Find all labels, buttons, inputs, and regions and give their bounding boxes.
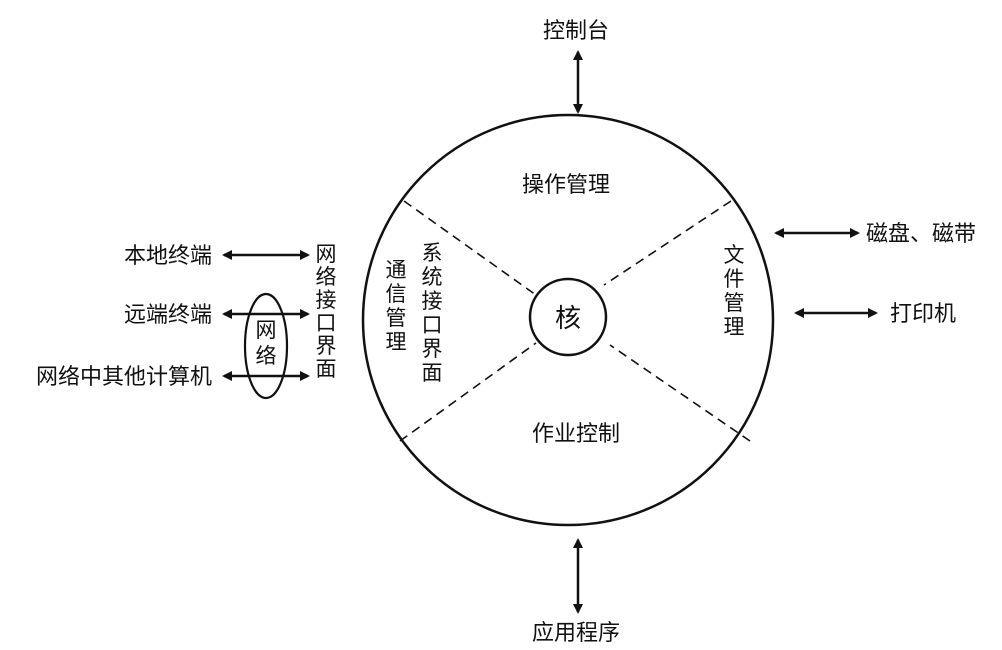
divider-bottom-left: [399, 342, 537, 442]
network-computer-label: 网络中其他计算机: [36, 365, 212, 390]
section-bottom-label: 作业控制: [532, 422, 620, 447]
network-interface-label-text: 网络接口界面: [316, 242, 337, 381]
section-right-label: 文件管理: [724, 243, 745, 339]
core-label: 核: [555, 304, 581, 334]
network-label-text: 网络: [256, 318, 277, 368]
local-terminal-label: 本地终端: [124, 244, 212, 269]
network-ellipse: [243, 292, 289, 400]
disk-label: 磁盘、磁带: [866, 222, 976, 247]
top-label: 控制台: [543, 19, 609, 44]
section-left-inner-label: 系统接口界面: [422, 241, 443, 385]
section-left-outer-label: 通信管理: [386, 258, 407, 354]
network-interface-label: 网络接口界面: [316, 242, 337, 381]
divider-bottom-right: [609, 344, 751, 442]
section-right-label-text: 文件管理: [724, 243, 745, 339]
network-label: 网络: [256, 318, 277, 368]
section-top-label: 操作管理: [522, 173, 610, 198]
divider-top-left: [403, 200, 537, 296]
bottom-label: 应用程序: [532, 621, 620, 646]
section-left-outer-label-text: 通信管理: [386, 258, 407, 354]
remote-terminal-label: 远端终端: [124, 303, 212, 328]
printer-label: 打印机: [890, 302, 956, 327]
section-left-inner-label-text: 系统接口界面: [422, 241, 443, 385]
divider-top-right: [603, 200, 732, 286]
outer-circle: [361, 113, 775, 527]
core-circle: [528, 277, 608, 357]
